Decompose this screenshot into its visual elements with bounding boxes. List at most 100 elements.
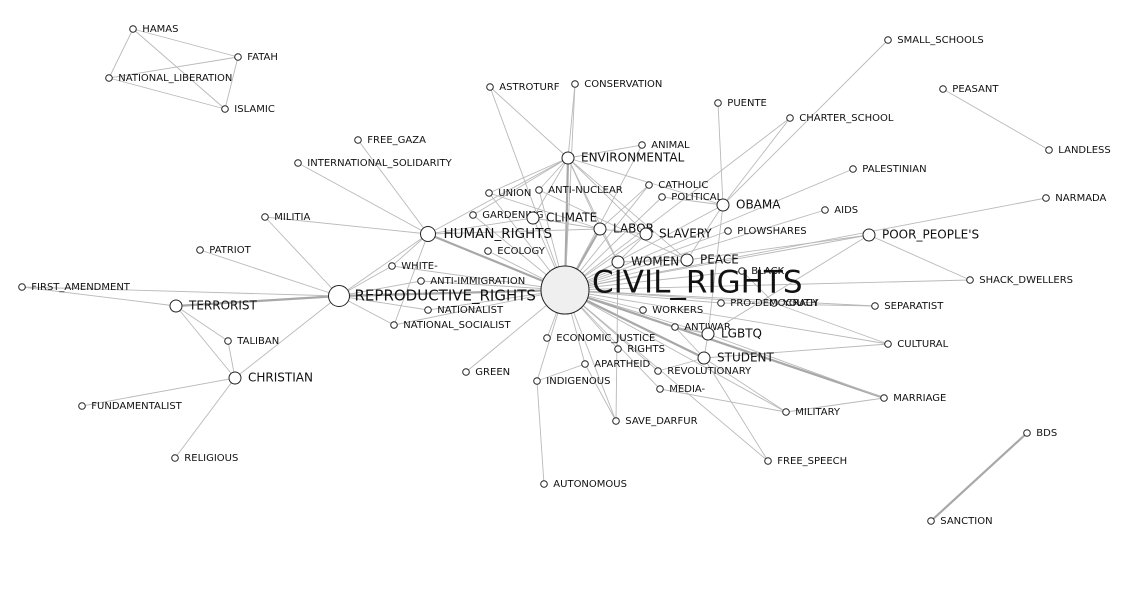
node-label: INTERNATIONAL_SOLIDARITY: [307, 158, 452, 169]
node-fatah: FATAH: [234, 52, 278, 63]
edge-reproductive_rights-militia: [264, 216, 340, 297]
node-label: SLAVERY: [659, 227, 712, 241]
edge-student-military: [703, 357, 787, 413]
node-circle: [821, 206, 829, 214]
node-circle: [966, 276, 974, 284]
node-sanction: SANCTION: [927, 516, 993, 527]
node-rights: RIGHTS: [614, 344, 665, 355]
edge-reproductive_rights-christian: [234, 295, 340, 379]
node-label: WOMEN: [631, 255, 679, 269]
node-plowshares: PLOWSHARES: [724, 226, 807, 237]
node-label: CONSERVATION: [584, 79, 662, 90]
node-circle: [388, 262, 396, 270]
node-international-solidarity: INTERNATIONAL_SOLIDARITY: [294, 158, 453, 169]
node-poor-peoples: POOR_PEOPLE'S: [862, 228, 979, 242]
node-label: PALESTINIAN: [862, 164, 926, 175]
edge-reproductive_rights-nationalist: [338, 295, 429, 311]
node-hamas: HAMAS: [129, 24, 178, 35]
node-label: PATRIOT: [209, 245, 251, 256]
node-circle: [484, 247, 492, 255]
node-label: LGBTQ: [721, 327, 762, 341]
node-fundamentalist: FUNDAMENTALIST: [78, 401, 183, 412]
node-political: POLITICAL: [658, 192, 723, 203]
edge-civil_rights-charter_school: [564, 117, 791, 291]
node-label: ISLAMIC: [234, 104, 275, 115]
node-circle: [593, 222, 607, 236]
edge-environmental-anti_nuclear: [538, 157, 569, 191]
node-label: NATIONAL_LIBERATION: [118, 73, 232, 84]
node-union: UNION: [485, 188, 531, 199]
node-circle: [581, 360, 589, 368]
node-circle: [129, 25, 137, 33]
edge-human_rights-climate: [427, 217, 534, 235]
edge-human_rights-labor: [427, 228, 601, 235]
node-free-speech: FREE_SPEECH: [764, 456, 847, 467]
edge-hamas-national_liberation: [108, 28, 134, 79]
edge-environmental-animal: [567, 144, 643, 159]
edge-civil_rights-free_speech: [564, 289, 769, 462]
node-label: HAMAS: [142, 24, 178, 35]
node-label: MILITIA: [274, 212, 310, 223]
edge-human_rights-international_solidarity: [297, 162, 429, 235]
edge-youth-cultural: [773, 302, 889, 345]
node-label: INDIGENOUS: [546, 376, 610, 387]
edge-christian-fundamentalist: [81, 377, 236, 407]
edge-civil_rights-shack_dwellers: [564, 279, 971, 291]
edge-indigenous-autonomous: [536, 380, 545, 485]
edge-christian-religious: [174, 377, 236, 459]
node-circle: [354, 136, 362, 144]
edge-student-free_speech: [703, 357, 769, 462]
node-circle: [485, 189, 493, 197]
node-small-schools: SMALL_SCHOOLS: [884, 35, 984, 46]
edge-terrorist-taliban: [175, 305, 229, 342]
node-label: GREEN: [475, 367, 510, 378]
node-circle: [417, 277, 425, 285]
edge-antiwar-student: [674, 326, 705, 359]
edge-anti_nuclear-peace: [538, 189, 688, 261]
node-palestinian: PALESTINIAN: [849, 164, 927, 175]
node-military: MILITARY: [782, 407, 841, 418]
edge-environmental-astroturf: [489, 86, 569, 159]
node-circle: [612, 417, 620, 425]
edge-environmental-peace: [567, 157, 688, 261]
edge-civil_rights-youth: [564, 289, 775, 304]
node-label: ANTIWAR: [684, 322, 731, 333]
node-islamic: ISLAMIC: [221, 104, 275, 115]
node-circle: [645, 181, 653, 189]
edge-reproductive_rights-first_amendment: [21, 286, 340, 297]
node-circle: [782, 408, 790, 416]
edge-poor_peoples-peace: [686, 234, 870, 261]
node-circle: [571, 80, 579, 88]
edge-reproductive_rights-patriot: [199, 249, 340, 297]
node-label: BDS: [1036, 428, 1057, 439]
edge-reproductive_rights-human_rights: [338, 233, 429, 297]
edge-women-save_darfur: [615, 261, 619, 422]
node-student: STUDENT: [697, 351, 775, 365]
node-terrorist: TERRORIST: [169, 299, 258, 313]
node-label: PLOWSHARES: [737, 226, 806, 237]
node-label: REPRODUCTIVE_RIGHTS: [355, 287, 536, 306]
node-circle: [880, 394, 888, 402]
node-workers: WORKERS: [639, 305, 703, 316]
node-label: GARDENING: [482, 210, 543, 221]
node-circle: [671, 323, 679, 331]
node-label: REVOLUTIONARY: [667, 366, 752, 377]
edge-student-cultural: [703, 343, 889, 359]
node-circle: [639, 227, 653, 241]
node-militia: MILITIA: [261, 212, 310, 223]
node-circle: [234, 53, 242, 61]
edge-fatah-islamic: [224, 56, 239, 110]
node-label: FREE_GAZA: [367, 135, 426, 146]
node-circle: [224, 337, 232, 345]
node-green: GREEN: [462, 367, 510, 378]
node-cultural: CULTURAL: [884, 339, 949, 350]
node-circle: [849, 165, 857, 173]
node-label: ECONOMIC_JUSTICE: [556, 333, 655, 344]
edge-hamas-fatah: [132, 28, 239, 58]
node-climate: CLIMATE: [526, 211, 597, 225]
edge-reproductive_rights-anti_immigration: [338, 280, 422, 297]
node-label: CHARTER_SCHOOL: [799, 113, 894, 124]
node-circle: [561, 151, 575, 165]
edge-hamas-islamic: [132, 28, 226, 110]
